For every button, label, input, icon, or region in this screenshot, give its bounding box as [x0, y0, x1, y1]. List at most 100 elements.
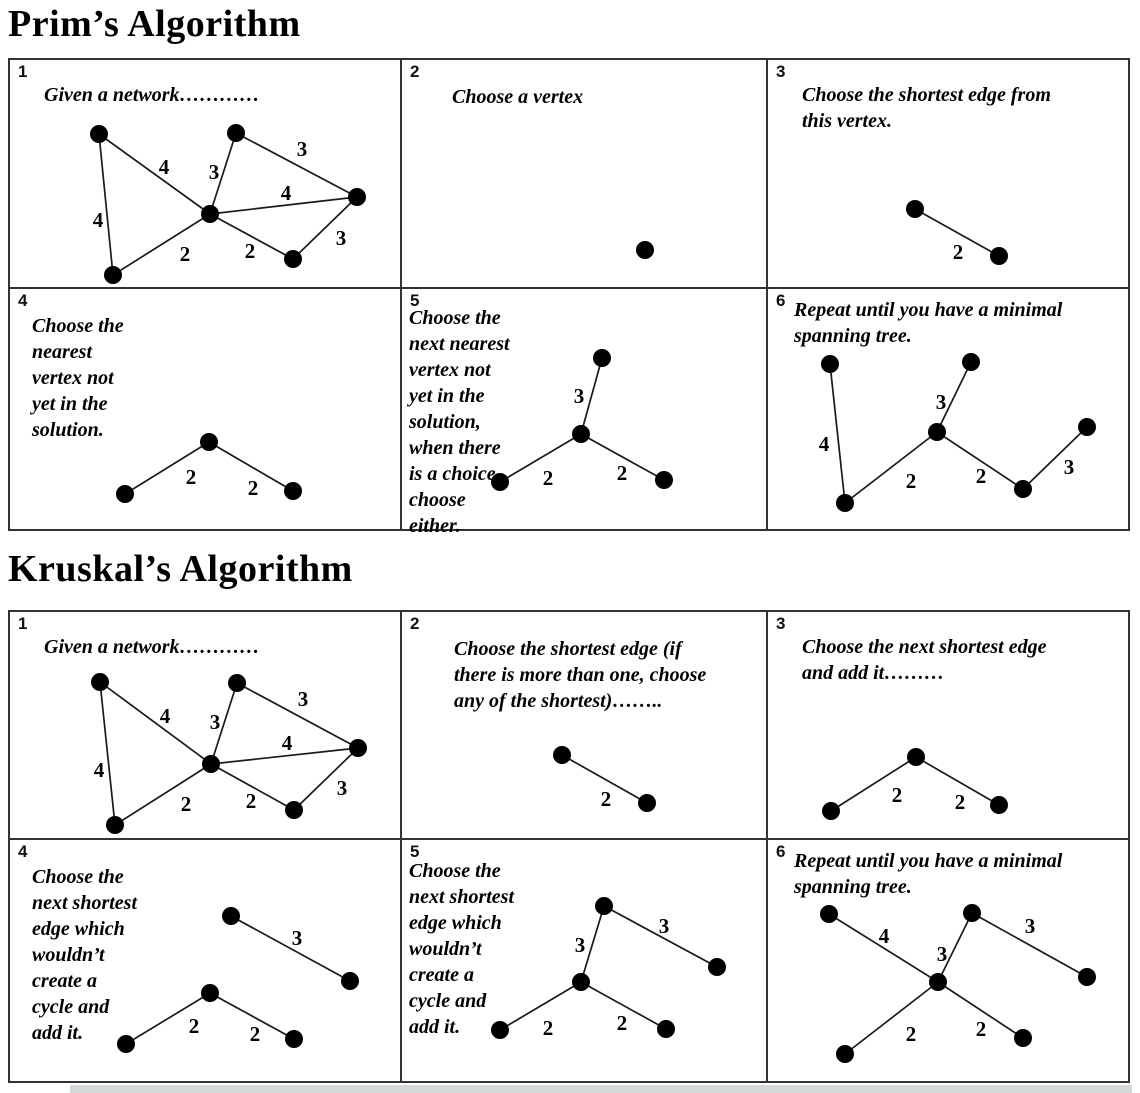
graph-vertex — [116, 485, 134, 503]
edge-weight-label: 2 — [246, 789, 257, 813]
graph-edge — [561, 754, 648, 804]
graph-vertex — [638, 794, 656, 812]
step-text: Given a network………… — [44, 636, 260, 658]
graph-edge — [844, 431, 938, 504]
edge-weight-label: 2 — [543, 1016, 554, 1040]
graph-edge — [1022, 426, 1088, 490]
step-text: Choose the shortest edge from this verte… — [802, 84, 1051, 132]
edge-weight-label: 3 — [210, 710, 221, 734]
edge-weight-label: 2 — [245, 239, 256, 263]
edge-weight-label: 4 — [93, 208, 104, 232]
graph-vertex — [990, 247, 1008, 265]
graph-vertex — [962, 353, 980, 371]
step-text: Choose the next shortest edge and add it… — [802, 636, 1047, 684]
graph-vertex — [572, 425, 590, 443]
step-number: 3 — [776, 62, 786, 81]
graph-vertex — [90, 125, 108, 143]
step-number: 6 — [776, 842, 786, 861]
step-text: Choose the nearest vertex not yet in the… — [32, 315, 124, 441]
graph-edge — [112, 213, 211, 276]
edge-weight-label: 2 — [955, 790, 966, 814]
edge-weight-label: 2 — [180, 242, 191, 266]
graph-vertex — [285, 801, 303, 819]
graph-vertex — [822, 802, 840, 820]
step-text: Repeat until you have a minimal spanning… — [794, 850, 1063, 898]
graph-vertex — [595, 897, 613, 915]
graph-vertex — [284, 482, 302, 500]
edge-weight-label: 3 — [209, 160, 220, 184]
edge-weight-label: 2 — [892, 783, 903, 807]
graph-edge — [209, 196, 358, 215]
step-text: Choose the next shortest edge which woul… — [409, 860, 515, 1038]
graph-edge — [937, 912, 973, 983]
step-number: 3 — [776, 614, 786, 633]
edge-weight-label: 4 — [281, 181, 292, 205]
graph-vertex — [491, 473, 509, 491]
step-text: Repeat until you have a minimal spanning… — [794, 299, 1063, 347]
edge-weight-label: 2 — [186, 465, 197, 489]
graph-edge — [292, 196, 358, 260]
graph-vertex — [201, 205, 219, 223]
graph-vertex — [655, 471, 673, 489]
graph-vertex — [963, 904, 981, 922]
graph-edge — [99, 681, 116, 826]
graph-edge — [936, 361, 972, 433]
graph-vertex — [821, 355, 839, 373]
graph-edge — [98, 133, 211, 215]
edge-weight-label: 3 — [659, 914, 670, 938]
edge-weight-label: 4 — [160, 704, 171, 728]
graph-vertex — [104, 266, 122, 284]
graph-vertex — [907, 748, 925, 766]
graph-vertex — [200, 433, 218, 451]
graph-edge — [209, 992, 295, 1040]
graph-edge — [125, 992, 211, 1045]
edge-weight-label: 2 — [617, 1011, 628, 1035]
graph-edge — [209, 213, 294, 260]
step-number: 5 — [410, 842, 420, 861]
prim-section-title: Prim’s Algorithm — [8, 3, 301, 45]
edge-weight-label: 2 — [906, 469, 917, 493]
kruskal-cell-2: 2 2 Choose the shortest edge (if there i… — [402, 612, 768, 838]
graph-vertex — [636, 241, 654, 259]
graph-vertex — [202, 755, 220, 773]
graph-edge — [124, 441, 210, 495]
graph-vertex — [285, 1030, 303, 1048]
graph-vertex — [836, 1045, 854, 1063]
edge-weight-label: 3 — [574, 384, 585, 408]
graph-vertex — [928, 423, 946, 441]
graph-edge — [114, 763, 212, 826]
graph-vertex — [553, 746, 571, 764]
graph-edge — [208, 441, 294, 492]
graph-edge — [293, 747, 359, 811]
step-text: Choose the next shortest edge which woul… — [32, 866, 138, 1044]
graph-edge — [99, 681, 212, 765]
edge-weight-label: 2 — [976, 464, 987, 488]
step-number: 2 — [410, 614, 420, 633]
graph-edge — [914, 208, 1000, 257]
edge-weight-label: 4 — [282, 731, 293, 755]
graph-vertex — [222, 907, 240, 925]
edge-weight-label: 4 — [159, 155, 170, 179]
edge-weight-label: 2 — [543, 466, 554, 490]
graph-edge — [499, 981, 582, 1031]
prim-graph-2 — [636, 241, 654, 259]
graph-edge — [580, 905, 605, 983]
kruskal-section-title: Kruskal’s Algorithm — [8, 548, 353, 590]
edge-weight-label: 4 — [94, 758, 105, 782]
step-number: 4 — [18, 291, 28, 310]
edge-weight-label: 3 — [337, 776, 348, 800]
graph-vertex — [341, 972, 359, 990]
graph-vertex — [1078, 418, 1096, 436]
graph-edge — [828, 913, 939, 983]
edge-weight-label: 3 — [1064, 455, 1075, 479]
edge-weight-label: 3 — [937, 942, 948, 966]
graph-vertex — [572, 973, 590, 991]
